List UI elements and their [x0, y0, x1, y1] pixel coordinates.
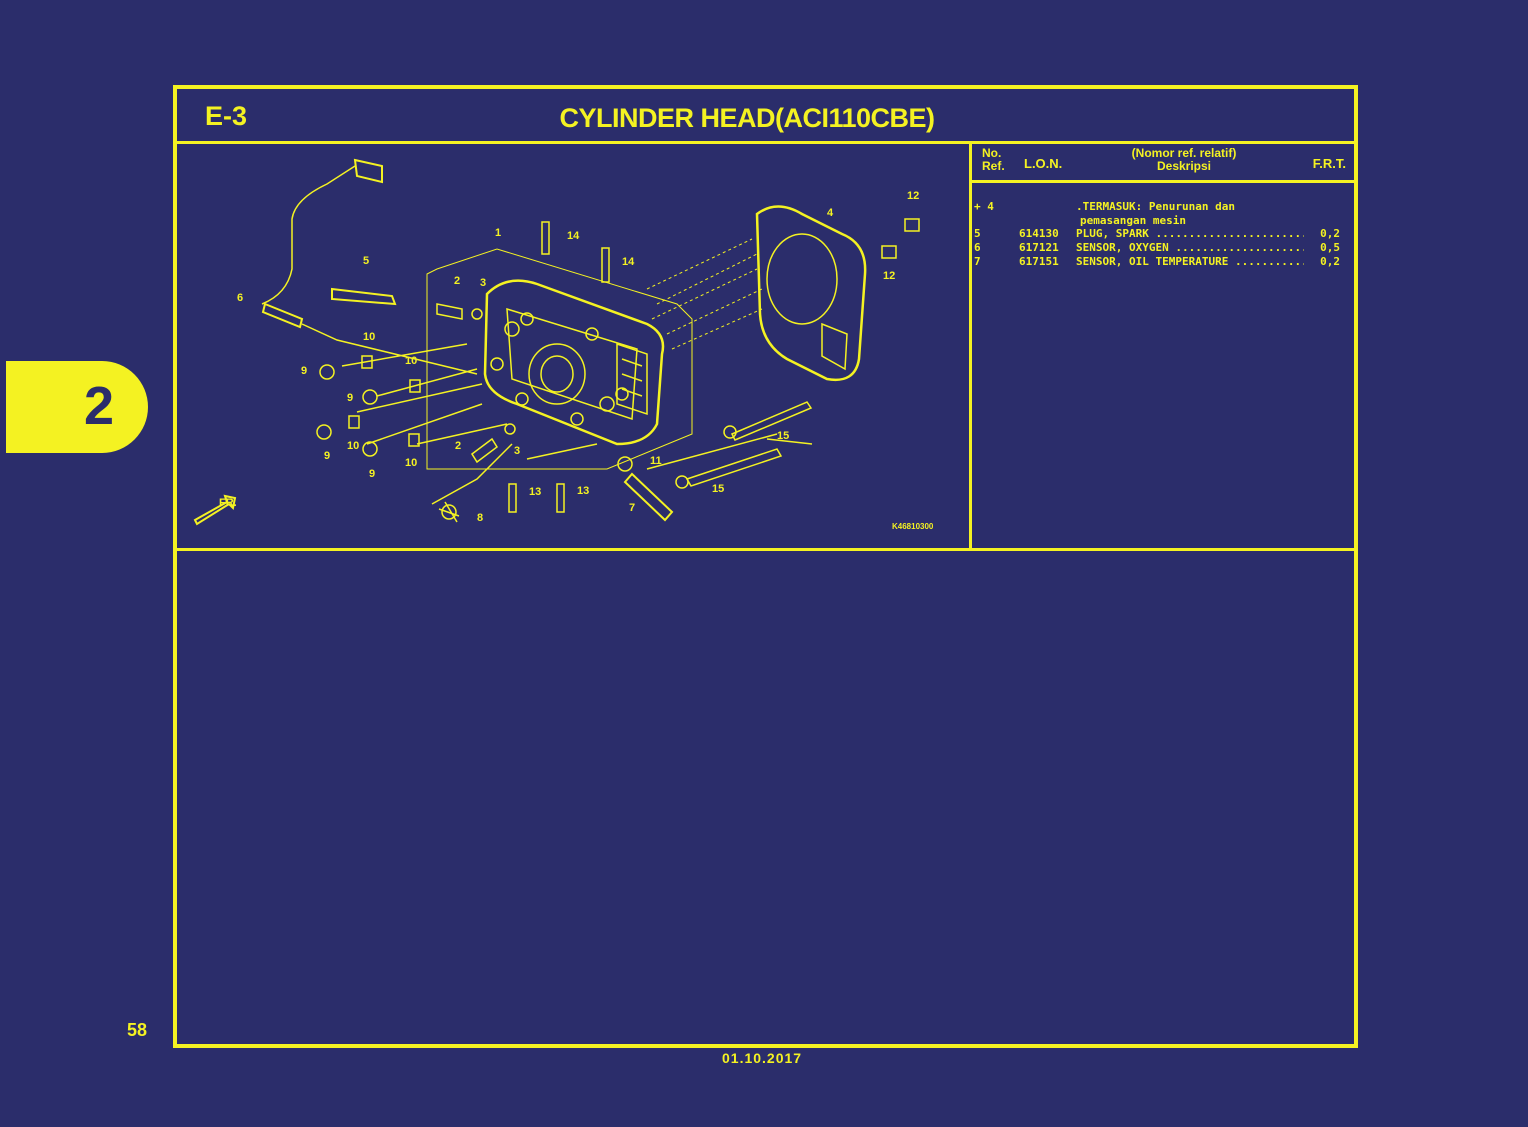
svg-text:3: 3 — [480, 277, 486, 289]
note-continuation: pemasangan mesin — [1080, 214, 1186, 227]
svg-text:9: 9 — [301, 365, 307, 377]
header-lon: L.O.N. — [1024, 156, 1063, 171]
parts-list-header: No. Ref. L.O.N. (Nomor ref. relatif) Des… — [972, 144, 1354, 183]
title-row: E-3 CYLINDER HEAD(ACI110CBE) — [177, 89, 1354, 144]
svg-text:5: 5 — [363, 255, 369, 267]
header-ref: No. Ref. — [982, 146, 1005, 173]
exploded-diagram: 1 2 3 2 3 4 5 6 7 8 9 9 9 9 10 10 10 10 … — [177, 144, 972, 551]
svg-text:9: 9 — [347, 392, 353, 404]
table-row[interactable]: 7 617151 SENSOR, OIL TEMPERATURE 0,2 — [972, 255, 1354, 269]
empty-content-area — [177, 551, 1354, 1044]
svg-text:8: 8 — [477, 512, 483, 524]
svg-text:6: 6 — [237, 292, 243, 304]
svg-text:2: 2 — [455, 440, 461, 452]
svg-text:10: 10 — [405, 457, 417, 469]
section-code: E-3 — [205, 101, 248, 131]
chapter-number: 2 — [84, 376, 115, 436]
chapter-tab[interactable]: 2 — [6, 361, 148, 453]
svg-text:7: 7 — [629, 502, 635, 514]
svg-text:K46810300: K46810300 — [892, 522, 934, 531]
page-number: 58 — [127, 1020, 148, 1040]
svg-text:14: 14 — [622, 256, 635, 268]
svg-text:14: 14 — [567, 230, 580, 242]
svg-text:1: 1 — [495, 227, 501, 239]
print-date: 01.10.2017 — [722, 1050, 803, 1066]
svg-text:15: 15 — [777, 430, 789, 442]
svg-text:3: 3 — [514, 445, 520, 457]
parts-page-frame: E-3 CYLINDER HEAD(ACI110CBE) — [173, 85, 1358, 1048]
svg-text:12: 12 — [883, 270, 895, 282]
svg-text:10: 10 — [405, 355, 417, 367]
svg-text:9: 9 — [324, 450, 330, 462]
svg-text:10: 10 — [347, 440, 359, 452]
page-title: CYLINDER HEAD(ACI110CBE) — [559, 103, 935, 133]
note-row: + 4 .TERMASUK: Penurunan dan — [974, 200, 1235, 213]
header-frt: F.R.T. — [1312, 156, 1346, 171]
cylinder-head-drawing: 1 2 3 2 3 4 5 6 7 8 9 9 9 9 10 10 10 10 … — [193, 158, 934, 531]
svg-text:9: 9 — [369, 468, 375, 480]
svg-text:10: 10 — [363, 331, 375, 343]
svg-text:12: 12 — [907, 190, 919, 202]
parts-list-body: + 4 .TERMASUK: Penurunan dan pemasangan … — [972, 200, 1354, 269]
svg-text:2: 2 — [454, 275, 460, 287]
svg-text:4: 4 — [827, 207, 834, 219]
parts-list: No. Ref. L.O.N. (Nomor ref. relatif) Des… — [972, 144, 1354, 551]
svg-text:11: 11 — [650, 455, 662, 467]
fr-label: FR. — [219, 497, 237, 509]
svg-text:15: 15 — [712, 483, 724, 495]
header-description: (Nomor ref. relatif) Deskripsi — [1131, 146, 1237, 173]
table-row[interactable]: 5 614130 PLUG, SPARK 0,2 — [972, 227, 1354, 241]
svg-text:13: 13 — [529, 486, 541, 498]
table-row[interactable]: 6 617121 SENSOR, OXYGEN 0,5 — [972, 241, 1354, 255]
svg-text:13: 13 — [577, 485, 589, 497]
